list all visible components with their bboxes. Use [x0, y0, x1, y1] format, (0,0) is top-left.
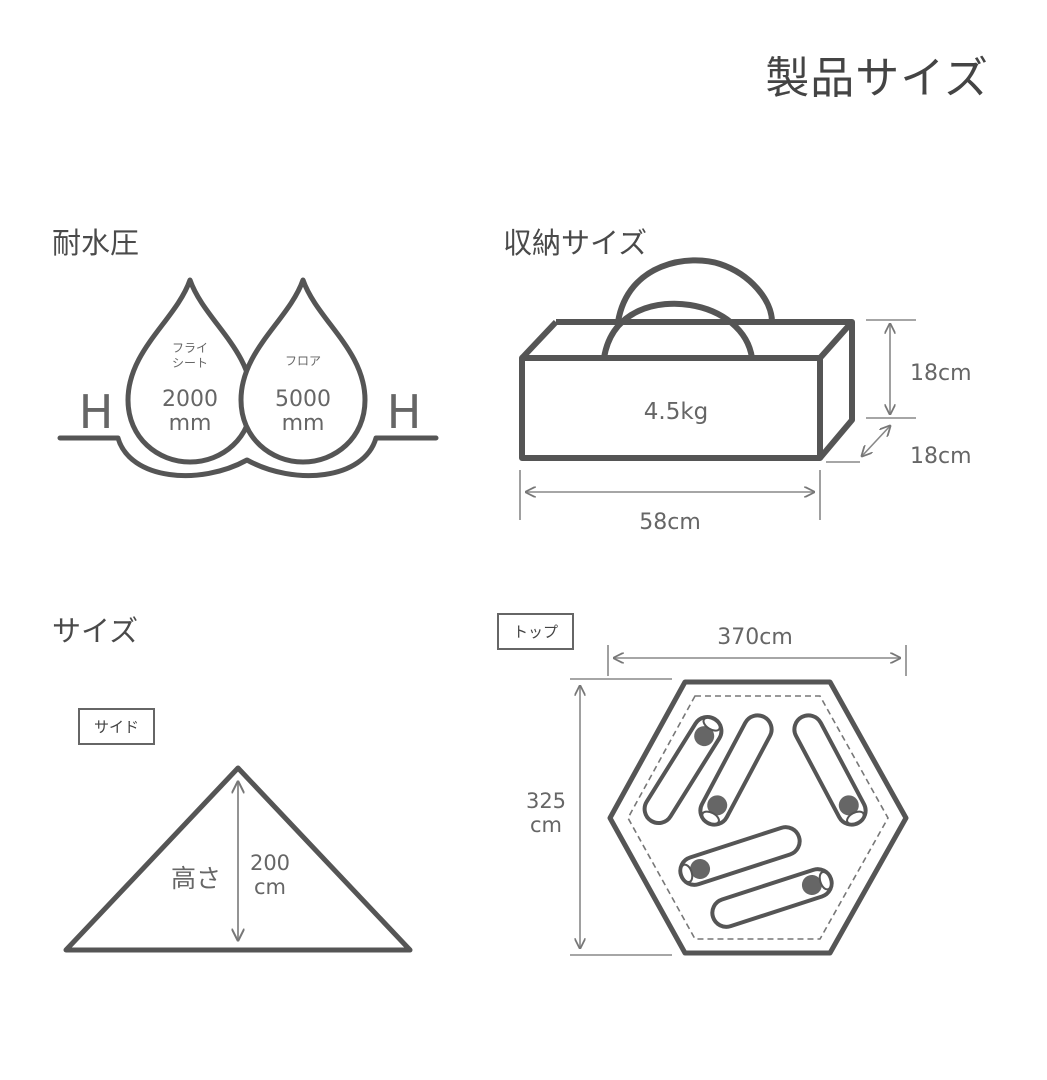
bag-width-label: 58cm — [639, 510, 701, 535]
top-depth-value: 325 — [526, 789, 566, 813]
sleeping-bag-2 — [698, 713, 774, 827]
page-title: 製品サイズ — [765, 53, 989, 104]
storage-heading: 収納サイズ — [503, 226, 648, 260]
top-view-diagram — [570, 645, 909, 956]
fly-label-line2: シート — [172, 356, 208, 370]
floor-unit: mm — [282, 411, 325, 436]
fly-drop-shape — [125, 277, 255, 465]
side-height-label: 高さ — [171, 864, 221, 893]
fly-value: 2000 — [162, 387, 218, 412]
bag-handle-front — [601, 300, 755, 359]
top-width-label: 370cm — [717, 625, 793, 650]
bag-weight: 4.5kg — [644, 399, 709, 425]
sleeping-bag-3 — [792, 713, 868, 827]
h-letter-right: H — [387, 385, 422, 439]
h-letter-left: H — [79, 385, 114, 439]
side-triangle — [63, 765, 413, 953]
sleeping-bag-4 — [678, 825, 802, 887]
waterproof-heading: 耐水圧 — [52, 226, 140, 260]
storage-bag-diagram — [519, 257, 855, 461]
floor-drop-shape — [238, 277, 368, 465]
bag-front-face — [519, 355, 823, 461]
sleeping-bag-1 — [642, 714, 724, 826]
side-height-unit: cm — [254, 875, 286, 899]
ground-basin-line — [57, 435, 439, 479]
fly-unit: mm — [169, 411, 212, 436]
bag-handle-back — [615, 257, 775, 323]
bag-dimension-lines — [519, 319, 916, 520]
bag-depth-label: 18cm — [910, 444, 972, 469]
water-drops-diagram — [57, 277, 439, 479]
floor-value: 5000 — [275, 387, 331, 412]
side-height-value: 200 — [250, 851, 290, 875]
sleeping-bags — [642, 713, 868, 929]
size-heading: サイズ — [52, 614, 139, 648]
floor-label: フロア — [285, 354, 321, 368]
bag-height-label: 18cm — [910, 361, 972, 386]
top-hexagon — [607, 679, 909, 956]
side-view-tag: サイド — [78, 708, 156, 745]
top-floor-outline — [627, 695, 889, 940]
fly-label-line1: フライ — [172, 341, 208, 355]
top-depth-unit: cm — [530, 813, 562, 837]
side-view-diagram — [63, 765, 413, 953]
top-view-tag: トップ — [497, 613, 575, 650]
